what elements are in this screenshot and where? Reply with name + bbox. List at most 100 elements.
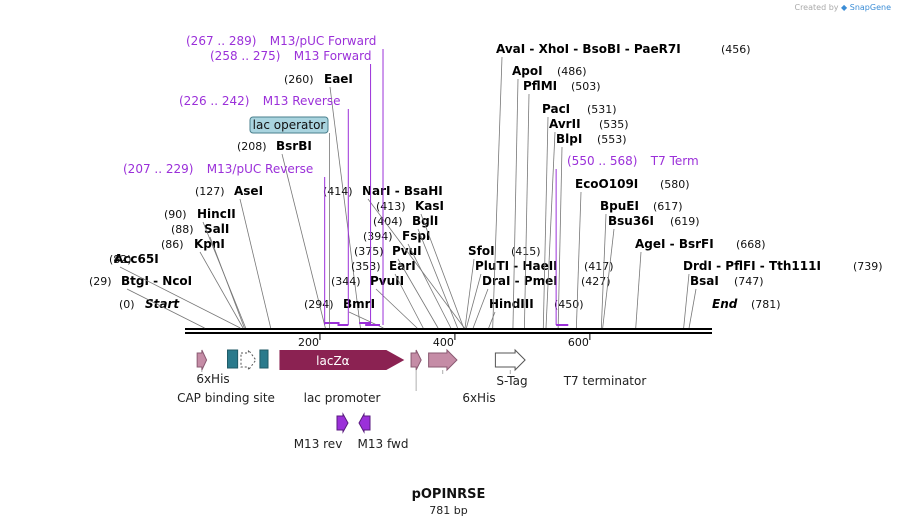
feature-6xhis-2-arrow (410, 349, 422, 371)
primer-m13-reverse-name: M13 Reverse (263, 94, 341, 108)
enzyme-site-kpni-position: (86) (161, 238, 184, 251)
lac-operator-tag-box (249, 116, 329, 134)
primer-m13-reverse-range: (226 .. 242) (179, 94, 249, 108)
enzyme-site-eari-position: (353) (351, 260, 381, 273)
m13-rev-arrow-icon (336, 412, 349, 434)
primer-m13-puc-reverse-range: (207 .. 229) (123, 162, 193, 176)
feature-cap-binding-site-box (227, 349, 239, 369)
site-connector-line (557, 146, 563, 329)
enzyme-site-blpi-position: (553) (597, 133, 627, 146)
plasmid-length: 781 bp (429, 504, 468, 517)
snapgene-logo-icon: ◆ (841, 3, 848, 12)
enzyme-site-start-position: (0) (119, 298, 135, 311)
primer-m13-puc-forward-range: (267 .. 289) (186, 34, 256, 48)
enzyme-site-agei-bsrfi-position: (668) (736, 238, 766, 251)
enzyme-site-avai-xhoi-bsobi-paer7i-name: AvaI - XhoI - BsoBI - PaeR7I (496, 42, 681, 56)
enzyme-site-nari-bsahi-position: (414) (323, 185, 353, 198)
enzyme-site-sali-position: (88) (171, 223, 194, 236)
enzyme-site-drai-pmei-position: (427) (581, 275, 611, 288)
enzyme-site-bsai-position: (747) (734, 275, 764, 288)
enzyme-site-eaei-name: EaeI (324, 72, 353, 86)
enzyme-site-btgi-ncoi-position: (29) (89, 275, 112, 288)
enzyme-site-hindiii-name: HindIII (489, 297, 534, 311)
enzyme-site-bsu36i-position: (619) (670, 215, 700, 228)
m13-rev-label: M13 rev (294, 437, 343, 451)
enzyme-site-bsu36i-name: Bsu36I (608, 214, 654, 228)
site-connector-line (688, 288, 697, 329)
feature-lacz-label: lacZα (316, 354, 350, 368)
enzyme-site-bpuei-name: BpuEI (600, 199, 639, 213)
enzyme-site-sali-name: SalI (204, 222, 229, 236)
enzyme-site-eaei-position: (260) (284, 73, 314, 86)
axis-tick-label: 600 (568, 336, 589, 349)
enzyme-site-hindiii-position: (450) (554, 298, 584, 311)
site-connector-line (542, 116, 549, 329)
feature-lac-operator-box-box (259, 349, 269, 369)
enzyme-site-pluti-haeii-position: (417) (584, 260, 614, 273)
enzyme-site-asei-position: (127) (195, 185, 225, 198)
enzyme-site-asei-name: AseI (234, 184, 263, 198)
site-connector-line (329, 86, 361, 329)
enzyme-site-bsai-name: BsaI (690, 274, 719, 288)
enzyme-site-paci-position: (531) (587, 103, 617, 116)
site-connector-line (202, 221, 247, 329)
enzyme-site-acc65i-name: Acc65I (114, 252, 159, 266)
enzyme-site-fspi-position: (394) (363, 230, 393, 243)
site-connector-line (575, 191, 582, 329)
site-connector-line (602, 228, 615, 329)
site-connector-line (126, 288, 205, 329)
site-connector-line (375, 288, 418, 329)
enzyme-site-bpuei-position: (617) (653, 200, 683, 213)
enzyme-site-pvuii-position: (344) (331, 275, 361, 288)
site-connector-line (464, 258, 475, 329)
site-connector-line (488, 311, 496, 329)
credit-prefix: Created by (794, 3, 839, 12)
feature-s-tag-label: S-Tag (496, 374, 527, 388)
enzyme-site-drai-pmei-name: DraI - PmeI (482, 274, 558, 288)
enzyme-site-hincii-position: (90) (164, 208, 187, 221)
site-connector-line (465, 273, 482, 329)
site-connector-line (472, 288, 489, 329)
site-connector-line (683, 273, 690, 329)
enzyme-site-agei-bsrfi-name: AgeI - BsrFI (635, 237, 714, 251)
enzyme-site-pvui-position: (375) (354, 245, 384, 258)
site-connector-line (239, 198, 272, 329)
enzyme-site-nari-bsahi-name: NarI - BsaHI (362, 184, 443, 198)
enzyme-site-paci-name: PacI (542, 102, 570, 116)
enzyme-site-apoi-name: ApoI (512, 64, 543, 78)
plasmid-name: pOPINRSE (411, 487, 486, 502)
enzyme-site-kasi-name: KasI (415, 199, 444, 213)
primer-m13-forward-range: (258 .. 275) (210, 49, 280, 63)
enzyme-site-pluti-haeii-name: PluTI - HaeII (475, 259, 558, 273)
primer-t7-term-name: T7 Term (650, 154, 699, 168)
lac-operator-tag-label: lac operator (253, 118, 326, 132)
enzyme-site-start-name: Start (145, 297, 180, 311)
site-connector-line (512, 78, 519, 329)
enzyme-site-pflmi-position: (503) (571, 80, 601, 93)
enzyme-site-end-name: End (712, 297, 738, 311)
feature-s-tag-arrow (428, 348, 458, 372)
site-connector-line (545, 131, 556, 329)
enzyme-site-blpi-name: BlpI (556, 132, 582, 146)
feature-lacz-arrow (279, 350, 405, 370)
enzyme-site-avrii-name: AvrII (549, 117, 581, 131)
enzyme-site-ecoo109i-name: EcoO109I (575, 177, 638, 191)
feature-t7-terminator-label: T7 terminator (563, 374, 647, 388)
enzyme-site-pflmi-name: PflMI (523, 79, 557, 93)
site-connector-line (407, 243, 452, 329)
site-connector-line (119, 266, 241, 329)
snapgene-credit: Created by ◆ SnapGene (794, 3, 891, 12)
feature-6xhis-2-label: 6xHis (462, 391, 495, 405)
feature-lac-promoter-arrow (240, 348, 257, 372)
enzyme-site-btgi-ncoi-name: BtgI - NcoI (121, 274, 192, 288)
axis-tick-label: 200 (298, 336, 319, 349)
primer-m13-puc-forward-name: M13/pUC Forward (270, 34, 377, 48)
enzyme-site-end-position: (781) (751, 298, 781, 311)
enzyme-site-acc65i-position: (82) (109, 253, 132, 266)
site-connector-line (492, 56, 503, 329)
enzyme-site-kasi-position: (413) (376, 200, 406, 213)
enzyme-site-drdi-pflfi-tth111i-position: (739) (853, 260, 883, 273)
feature-6xhis-arrow (196, 349, 208, 371)
site-connector-line (524, 93, 530, 329)
feature-lac-promoter-label: lac promoter (304, 391, 381, 405)
